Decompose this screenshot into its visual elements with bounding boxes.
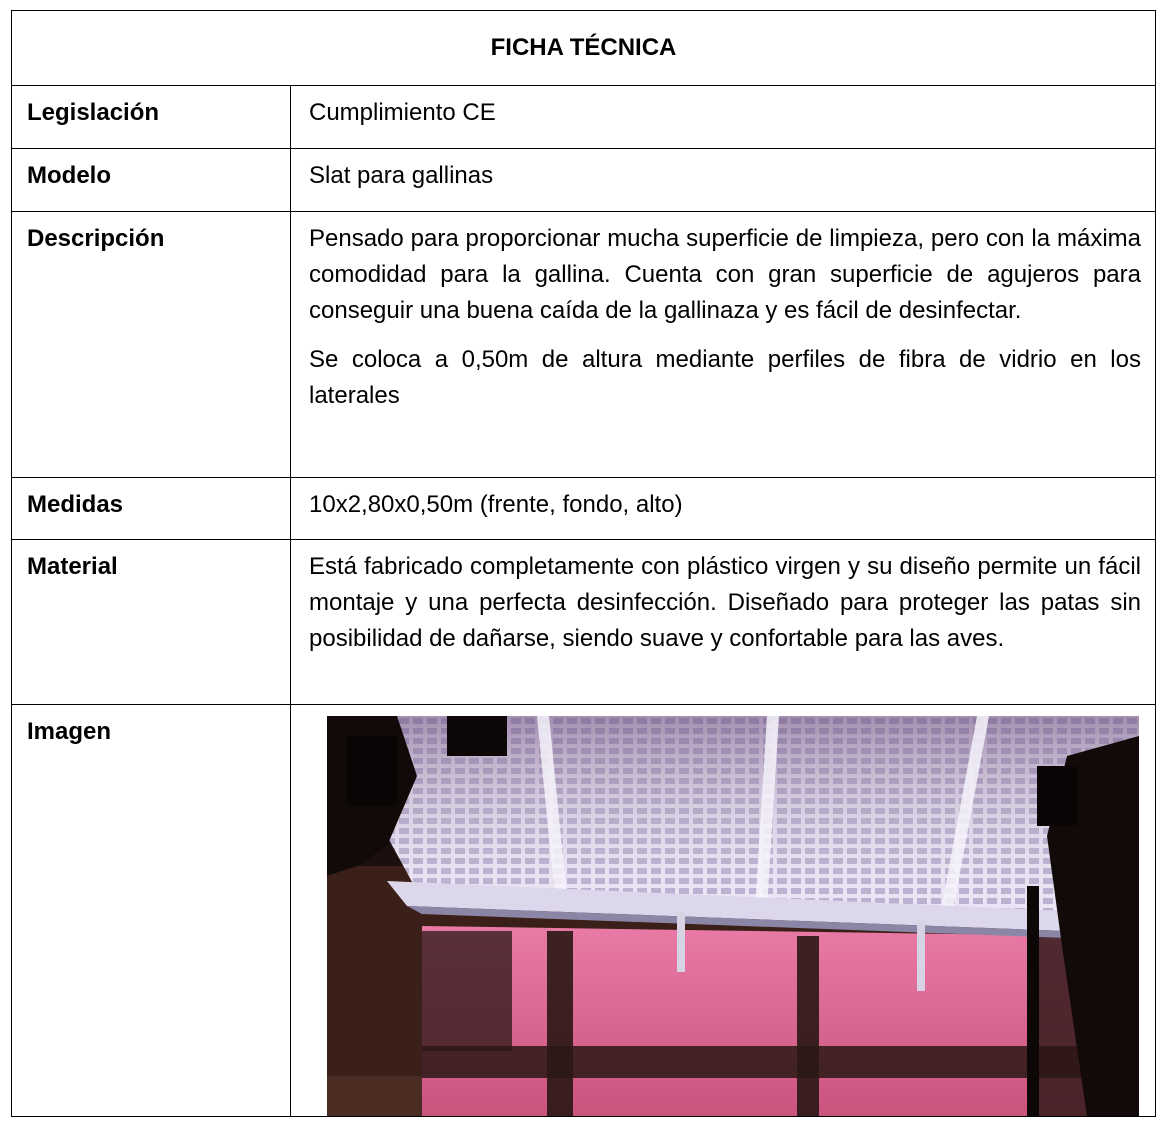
label-legislacion: Legislación bbox=[11, 85, 291, 149]
row-descripcion: Descripción Pensado para proporcionar mu… bbox=[11, 211, 1156, 478]
sheet-title: FICHA TÉCNICA bbox=[11, 10, 1156, 86]
value-descripcion: Pensado para proporcionar mucha superfic… bbox=[290, 211, 1156, 478]
row-legislacion: Legislación Cumplimiento CE bbox=[11, 85, 1156, 149]
technical-sheet-table: FICHA TÉCNICA Legislación Cumplimiento C… bbox=[11, 10, 1156, 1117]
value-paragraph: 10x2,80x0,50m (frente, fondo, alto) bbox=[309, 491, 683, 518]
value-medidas: 10x2,80x0,50m (frente, fondo, alto) bbox=[290, 477, 1156, 540]
value-imagen bbox=[290, 704, 1156, 1117]
row-material: Material Está fabricado completamente co… bbox=[11, 539, 1156, 705]
value-material: Está fabricado completamente con plástic… bbox=[290, 539, 1156, 705]
value-paragraph: Slat para gallinas bbox=[309, 162, 494, 189]
label-descripcion: Descripción bbox=[11, 211, 291, 478]
product-photo bbox=[327, 716, 1139, 1116]
label-material: Material bbox=[11, 539, 291, 705]
slat-photo-illustration bbox=[327, 716, 1139, 1116]
label-medidas: Medidas bbox=[11, 477, 291, 540]
row-imagen: Imagen bbox=[11, 704, 1156, 1117]
value-legislacion: Cumplimiento CE bbox=[290, 85, 1156, 149]
value-paragraph: Pensado para proporcionar mucha superfic… bbox=[309, 225, 1141, 324]
label-modelo: Modelo bbox=[11, 148, 291, 212]
value-paragraph: Cumplimiento CE bbox=[309, 99, 496, 126]
value-paragraph: Se coloca a 0,50m de altura mediante per… bbox=[309, 346, 1141, 409]
value-paragraph: Está fabricado completamente con plástic… bbox=[309, 553, 1141, 652]
label-imagen: Imagen bbox=[11, 704, 291, 1117]
value-modelo: Slat para gallinas bbox=[290, 148, 1156, 212]
row-medidas: Medidas 10x2,80x0,50m (frente, fondo, al… bbox=[11, 477, 1156, 540]
row-modelo: Modelo Slat para gallinas bbox=[11, 148, 1156, 212]
